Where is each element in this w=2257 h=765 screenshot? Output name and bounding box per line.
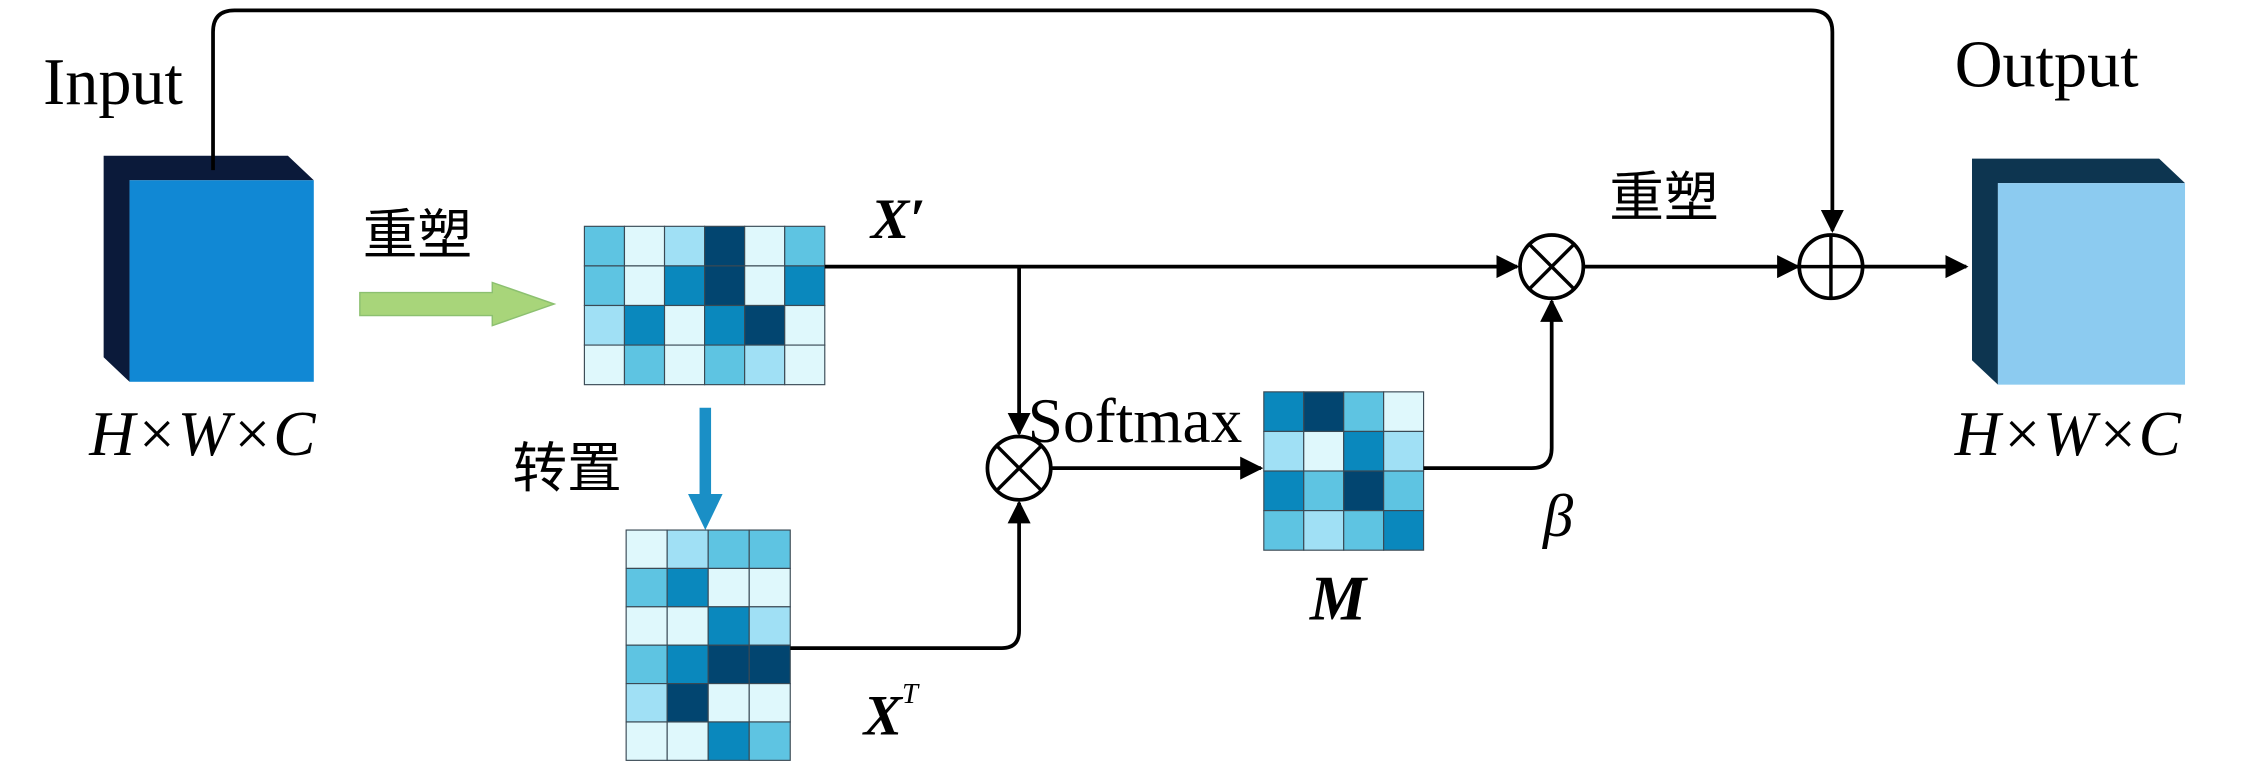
matrix-cell bbox=[623, 344, 666, 386]
matrix-cell bbox=[666, 606, 709, 646]
input-tensor bbox=[103, 155, 314, 382]
m-label: M bbox=[1309, 563, 1369, 633]
matrix-cell bbox=[1343, 510, 1385, 551]
matrix-cell bbox=[1303, 510, 1345, 551]
matrix-cell bbox=[1383, 470, 1425, 512]
matrix-cell bbox=[1343, 430, 1385, 472]
input-label: Input bbox=[43, 46, 183, 119]
matrix-cell bbox=[748, 644, 791, 685]
matrix-cell bbox=[748, 721, 791, 761]
matrix-cell bbox=[625, 567, 668, 608]
input-shape-label: H×W×C bbox=[88, 399, 316, 469]
matrix-cell bbox=[707, 683, 750, 723]
matrix-cell bbox=[625, 721, 668, 761]
reshape-label-1: 重塑 bbox=[363, 203, 472, 267]
softmax-label: Softmax bbox=[1028, 386, 1243, 456]
matrix-cell bbox=[623, 225, 666, 267]
matrix-cell bbox=[704, 304, 746, 346]
m-output-line bbox=[1423, 298, 1564, 471]
matrix-cell bbox=[663, 265, 706, 307]
matrix-cell bbox=[744, 344, 786, 386]
matrix-cell bbox=[784, 304, 826, 346]
matrix-cell bbox=[583, 265, 626, 307]
matmul-operator-2 bbox=[1518, 233, 1586, 301]
matrix-cell bbox=[1383, 391, 1425, 433]
matrix-cell bbox=[666, 529, 709, 569]
matrix-cell bbox=[707, 644, 750, 685]
attention-matrix-m bbox=[1263, 391, 1425, 551]
matrix-cell bbox=[1303, 391, 1345, 433]
matrix-cell bbox=[583, 344, 626, 386]
transpose-arrow bbox=[688, 407, 723, 531]
matrix-cell bbox=[625, 529, 668, 569]
matrix-cell bbox=[663, 225, 706, 267]
matrix-cell bbox=[707, 721, 750, 761]
matrix-cell bbox=[784, 344, 826, 386]
matrix-cell bbox=[748, 606, 791, 646]
reshape-arrow bbox=[359, 281, 557, 327]
matrix-cell bbox=[625, 683, 668, 723]
matrix-cell bbox=[666, 644, 709, 685]
matrix-cell bbox=[707, 529, 750, 569]
x-prime-label: X′ bbox=[869, 188, 926, 251]
matrix-cell bbox=[663, 304, 706, 346]
matrix-cell bbox=[707, 567, 750, 608]
beta-label: β bbox=[1542, 483, 1574, 550]
matrix-cell bbox=[1383, 430, 1425, 472]
matrix-cell bbox=[666, 567, 709, 608]
matrix-cell bbox=[623, 304, 666, 346]
matrix-cell bbox=[748, 683, 791, 723]
matrix-cell bbox=[663, 344, 706, 386]
x-transpose-matrix bbox=[625, 529, 791, 761]
matrix-cell bbox=[744, 304, 786, 346]
matrix-cell bbox=[1383, 510, 1425, 551]
matrix-cell bbox=[744, 225, 786, 267]
transpose-label: 转置 bbox=[512, 436, 621, 500]
matrix-cell bbox=[707, 606, 750, 646]
matrix-cell bbox=[1263, 510, 1305, 551]
matrix-cell bbox=[1263, 430, 1305, 472]
x-transpose-line bbox=[790, 500, 1031, 650]
matrix-cell bbox=[1343, 470, 1385, 512]
output-label: Output bbox=[1955, 29, 2139, 102]
x-prime-matrix bbox=[583, 225, 826, 386]
matrix-cell bbox=[748, 567, 791, 608]
skip-connection-line bbox=[211, 8, 1844, 233]
matrix-cell bbox=[704, 265, 746, 307]
matrix-cell bbox=[625, 606, 668, 646]
x-transpose-label: XT bbox=[862, 678, 920, 748]
matrix-cell bbox=[666, 683, 709, 723]
output-tensor bbox=[1971, 158, 2186, 385]
matrix-cell bbox=[1263, 391, 1305, 433]
matrix-cell bbox=[666, 721, 709, 761]
matrix-cell bbox=[704, 344, 746, 386]
matrix-cell bbox=[784, 225, 826, 267]
matrix-cell bbox=[704, 225, 746, 267]
matrix-cell bbox=[583, 304, 626, 346]
matrix-cell bbox=[623, 265, 666, 307]
add-operator bbox=[1797, 233, 1865, 301]
matrix-cell bbox=[583, 225, 626, 267]
reshape-label-2: 重塑 bbox=[1609, 165, 1718, 229]
matrix-cell bbox=[784, 265, 826, 307]
matrix-cell bbox=[1263, 470, 1305, 512]
matrix-cell bbox=[625, 644, 668, 685]
matrix-cell bbox=[1303, 470, 1345, 512]
matrix-cell bbox=[748, 529, 791, 569]
matrix-cell bbox=[1343, 391, 1385, 433]
matrix-cell bbox=[1303, 430, 1345, 472]
output-shape-label: H×W×C bbox=[1954, 399, 2182, 469]
matrix-cell bbox=[744, 265, 786, 307]
